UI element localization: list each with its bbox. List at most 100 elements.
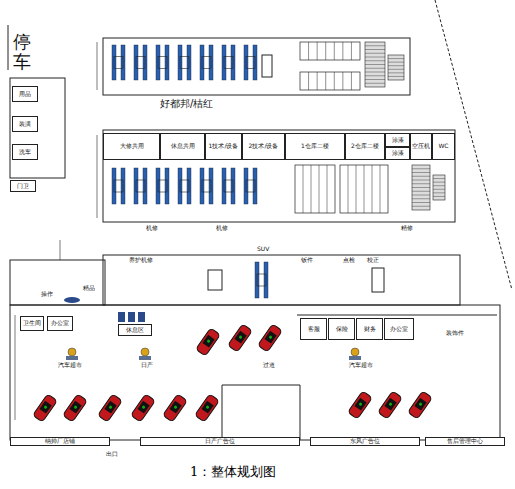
room-box: 办公室 <box>384 318 414 340</box>
car-outline <box>180 57 189 69</box>
car-outline <box>224 180 233 192</box>
car <box>98 394 123 422</box>
car-outline <box>202 57 211 69</box>
car <box>258 324 283 352</box>
bay-line <box>351 72 352 90</box>
stair-step <box>365 75 385 76</box>
car <box>228 324 253 352</box>
caption: 1：整体规划图 <box>190 463 276 481</box>
stair-step <box>365 83 385 84</box>
building-title: 好都邦/桔红 <box>160 97 213 111</box>
car <box>33 394 58 422</box>
area-label: 精品 <box>82 285 96 292</box>
stair-step <box>388 69 404 70</box>
area-label: SUV <box>256 246 270 253</box>
bay-line <box>317 42 318 60</box>
bay-line <box>327 165 328 213</box>
stair-step <box>412 202 430 203</box>
room-label: 保险 <box>336 326 348 333</box>
stair <box>388 55 404 80</box>
desk <box>66 356 78 360</box>
car-outline <box>224 57 233 69</box>
stair-step <box>365 68 385 69</box>
car-outline <box>246 57 255 69</box>
desk <box>349 356 361 360</box>
room-label: 装潢 <box>19 121 31 128</box>
person <box>141 348 149 356</box>
stair-step <box>412 180 430 181</box>
frame <box>372 268 384 292</box>
stair-step <box>433 189 445 190</box>
car-outline <box>136 57 145 69</box>
stair-step <box>412 198 430 199</box>
room-label: 东风广告位 <box>350 438 380 445</box>
area-label: 点检 <box>342 257 356 264</box>
car <box>131 394 156 422</box>
car-outline <box>257 274 266 286</box>
bay-line <box>334 72 335 90</box>
seat <box>138 312 145 322</box>
bay-line <box>308 42 309 60</box>
room-box: 涂漆 <box>385 133 410 147</box>
room-label: 卫生间 <box>23 320 41 327</box>
area-label: 校正 <box>366 257 380 264</box>
room-box: 休息区 <box>118 324 152 336</box>
room-label: 休息区 <box>126 327 144 334</box>
room-box: 2仓库二楼 <box>345 133 385 160</box>
bay-line <box>325 72 326 90</box>
stair-step <box>365 45 385 46</box>
bay-line <box>308 72 309 90</box>
stair-step <box>365 64 385 65</box>
room-label: 涂漆 <box>392 150 404 157</box>
bay-row <box>300 72 360 90</box>
room-label: 纳帅厂店铺 <box>45 438 75 445</box>
bay-line <box>342 72 343 90</box>
room-box: 休息共用 <box>160 133 205 160</box>
stair <box>365 42 385 87</box>
area-label: 钣件 <box>300 257 314 264</box>
area-label: 日产 <box>140 362 154 369</box>
stair-step <box>365 72 385 73</box>
room-label: WC <box>438 143 448 150</box>
bay-line <box>356 165 357 213</box>
stair-step <box>412 176 430 177</box>
stair-step <box>412 195 430 196</box>
room-box: 日产广告位 <box>140 437 300 446</box>
room-box: 东风广告位 <box>310 437 420 446</box>
car-outline <box>158 57 167 69</box>
desk <box>139 356 151 360</box>
bay-row <box>300 42 360 60</box>
room-box: 用品 <box>12 86 38 102</box>
bay-line <box>311 165 312 213</box>
person <box>68 348 76 356</box>
stair-step <box>433 192 445 193</box>
room-box: 保险 <box>328 318 355 340</box>
bay-line <box>319 165 320 213</box>
room-label: 1技术/设备 <box>209 143 239 150</box>
stair-step <box>433 185 445 186</box>
room-label: 休息共用 <box>171 143 195 150</box>
room-box: 售后管理中心 <box>425 437 505 446</box>
room-box: WC <box>432 133 455 160</box>
room-label: 用品 <box>19 91 31 98</box>
area-label: 机修 <box>145 225 159 232</box>
bay-row <box>295 165 335 213</box>
stair <box>433 175 445 200</box>
stair-step <box>412 206 430 207</box>
car <box>163 394 188 422</box>
stair-step <box>433 182 445 183</box>
stair-step <box>412 168 430 169</box>
bay-line <box>303 165 304 213</box>
room-label: 2仓库二楼 <box>351 143 379 150</box>
car <box>195 394 220 422</box>
room-box: 洗车 <box>12 144 38 160</box>
stair-step <box>388 65 404 66</box>
frame <box>262 55 272 77</box>
room-box: 涂漆 <box>385 147 410 160</box>
area-label: 出口 <box>105 451 119 458</box>
room-label: 2技术/设备 <box>249 143 279 150</box>
room-box: 客服 <box>300 318 327 340</box>
room-box: 门卫 <box>10 180 36 192</box>
bay <box>208 270 222 290</box>
